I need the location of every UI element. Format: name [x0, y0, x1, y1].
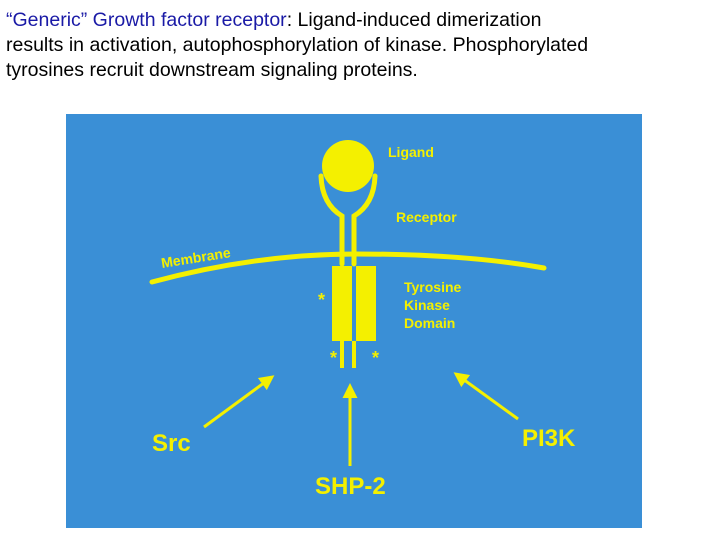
tk-label-line3: Domain	[404, 315, 455, 331]
receptor-arm-right	[351, 173, 378, 267]
phospho-star-side: *	[318, 290, 325, 310]
caption: “Generic” Growth factor receptor: Ligand…	[6, 8, 711, 83]
arrow-pi3k	[453, 372, 519, 421]
phospho-star-left: *	[330, 348, 337, 368]
tk-label-line2: Kinase	[404, 297, 450, 313]
receptor-label: Receptor	[396, 209, 457, 225]
pi3k-label: PI3K	[522, 425, 576, 452]
ligand-label: Ligand	[388, 144, 434, 160]
caption-highlight: “Generic” Growth factor receptor	[6, 9, 287, 31]
caption-line1-rest: : Ligand-induced dimerization	[286, 9, 542, 31]
diagram-svg: * * * Ligand Receptor Membrane Tyrosine …	[149, 140, 576, 500]
caption-line2: results in activation, autophosphorylati…	[6, 34, 589, 56]
receptor-diagram: * * * Ligand Receptor Membrane Tyrosine …	[66, 114, 642, 528]
tk-label-line1: Tyrosine	[404, 279, 462, 295]
ligand-icon	[322, 140, 374, 192]
caption-line3: tyrosines recruit downstream signaling p…	[6, 59, 418, 81]
shp2-label: SHP-2	[315, 473, 386, 500]
src-label: Src	[152, 430, 191, 457]
kinase-domain-left	[332, 266, 352, 341]
kinase-domain-right	[356, 266, 376, 341]
receptor-arm-left	[318, 173, 345, 267]
phospho-star-right: *	[372, 348, 379, 368]
arrow-src	[203, 375, 275, 429]
